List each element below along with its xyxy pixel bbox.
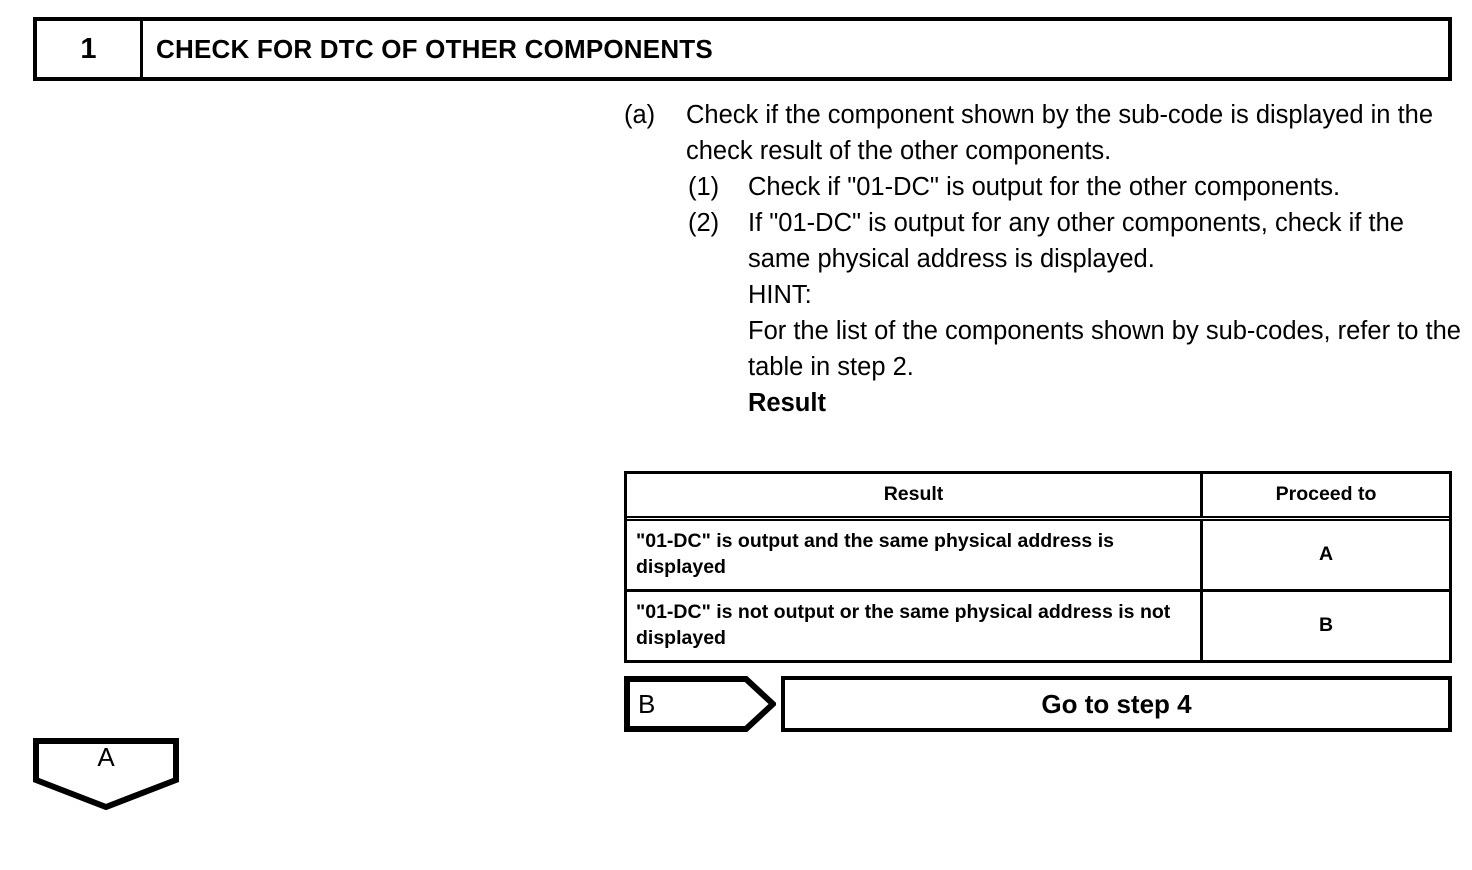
result-table-row-1-proceed-to: B [1318, 614, 1334, 636]
result-table-row-0-result: "01-DC" is output and the same physical … [627, 521, 1203, 589]
procedure-hint-row: For the list of the components shown by … [624, 313, 1464, 385]
procedure-item-a: (a) Check if the component shown by the … [624, 97, 1464, 169]
procedure-item-2: (2) If "01-DC" is output for any other c… [624, 205, 1464, 277]
procedure-item-1: (1) Check if "01-DC" is output for the o… [624, 169, 1464, 205]
procedure-hint-label: HINT: [748, 281, 812, 309]
goto-step-box: Go to step 4 [781, 676, 1452, 732]
result-table-row-1-result: "01-DC" is not output or the same physic… [627, 592, 1203, 660]
connector-arrow-b: B [624, 676, 776, 732]
step-number-cell: 1 [37, 21, 143, 77]
procedure-item-2-marker: (2) [688, 209, 720, 237]
connector-pentagon-a-label: A [97, 742, 115, 772]
procedure-result-label: Result [748, 389, 826, 417]
arrow-right-pentagon-icon [624, 676, 776, 732]
result-table-row-0-proceed-to: A [1318, 543, 1334, 565]
procedure-item-1-marker: (1) [688, 173, 720, 201]
result-table-header-proceed-to: Proceed to [1275, 483, 1377, 505]
result-table-header-result: Result [627, 474, 1203, 516]
step-title: CHECK FOR DTC OF OTHER COMPONENTS [156, 34, 713, 64]
connector-arrow-b-label: B [638, 689, 656, 719]
step-header-bar: 1 CHECK FOR DTC OF OTHER COMPONENTS [33, 17, 1452, 81]
pentagon-down-icon [33, 738, 179, 810]
procedure-item-a-marker: (a) [624, 101, 656, 129]
procedure-item-a-text: Check if the component shown by the sub-… [686, 101, 1434, 165]
goto-step-label: Go to step 4 [1041, 689, 1192, 719]
step-title-cell: CHECK FOR DTC OF OTHER COMPONENTS [143, 21, 1448, 77]
goto-connector-group: B Go to step 4 [624, 676, 1452, 734]
procedure-result-label-row: Result [624, 385, 1464, 421]
step-number: 1 [80, 32, 97, 65]
procedure-item-2-text: If "01-DC" is output for any other compo… [748, 209, 1404, 273]
procedure-text-block: (a) Check if the component shown by the … [624, 97, 1464, 421]
procedure-item-1-text: Check if "01-DC" is output for the other… [748, 173, 1341, 201]
result-table-header-row: Result Proceed to [627, 474, 1449, 521]
procedure-hint-label-row: HINT: [624, 277, 1464, 313]
table-row: "01-DC" is output and the same physical … [627, 521, 1449, 589]
result-table: Result Proceed to "01-DC" is output and … [624, 471, 1452, 663]
table-row: "01-DC" is not output or the same physic… [627, 589, 1449, 660]
procedure-hint-text: For the list of the components shown by … [748, 317, 1461, 381]
connector-pentagon-a: A [33, 738, 179, 810]
